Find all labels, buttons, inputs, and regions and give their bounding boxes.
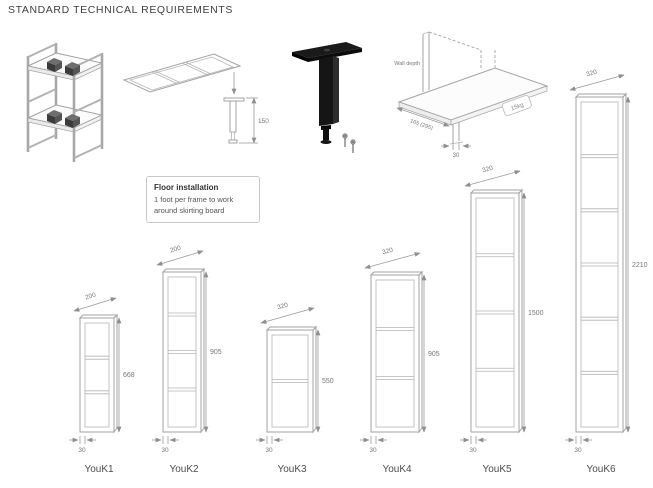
depth-dimension-text: 30: [161, 447, 169, 454]
frame-body: [78, 313, 119, 434]
frame-body: [574, 92, 628, 434]
floor-installation-body: 1 foot per frame to work around skirting…: [154, 195, 234, 215]
wall-rail-lower: [449, 122, 464, 145]
page-title: STANDARD TECHNICAL REQUIREMENTS: [8, 4, 233, 16]
frame-drawing-youk2: 200 905 30: [152, 245, 222, 454]
foot-post: [319, 56, 339, 144]
frame-label-youk2: YouK2: [169, 464, 199, 475]
depth-dimension: 30: [360, 436, 387, 454]
shelf-clip-icon: [47, 110, 62, 124]
top-shelf: [26, 52, 104, 81]
width-dimension-text: 200: [169, 245, 182, 255]
frame-label-youk6: YouK6: [586, 464, 616, 475]
tilted-frame: [122, 53, 242, 93]
shelf-dimension-drawing: Wall depth 165 (295) 30 15kg: [394, 31, 549, 159]
height-dimension-text: 905: [428, 351, 440, 358]
load-capacity-text: 15kg: [510, 102, 524, 112]
height-dimension-text: 1500: [528, 310, 544, 317]
floor-foot-frame-drawing: 150: [122, 53, 269, 144]
frame-drawing-youk3: 320 550 30: [256, 302, 334, 454]
depth-dimension: 30: [152, 436, 179, 454]
foot-product-image: [292, 42, 362, 153]
shelf-unit-drawing: [26, 43, 104, 162]
right-ladder-frame: [72, 53, 104, 162]
width-dimension-text: 320: [381, 247, 394, 257]
height-dimension-text: 905: [210, 349, 222, 356]
rail-depth-dimension: 30: [441, 142, 471, 159]
width-dimension: 200: [156, 245, 204, 266]
load-capacity-badge: 15kg: [501, 95, 532, 116]
adjustable-foot: [223, 97, 245, 144]
wall-rail-upper: [422, 31, 430, 92]
frame-drawing-youk6: 320 2210 30: [565, 69, 648, 454]
depth-dimension-text: 30: [469, 447, 477, 454]
width-dimension: 320: [569, 69, 625, 91]
frame-body: [369, 270, 424, 434]
frame-label-youk4: YouK4: [382, 464, 412, 475]
shelf-depth-dimension-text: 165 (295): [409, 118, 433, 131]
depth-dimension: 30: [565, 436, 592, 454]
height-dimension: 905: [203, 271, 222, 433]
height-dimension: 550: [315, 329, 334, 433]
frame-body: [265, 325, 318, 434]
width-dimension-text: 320: [585, 69, 598, 79]
width-dimension: 320: [464, 165, 521, 187]
width-dimension-text: 200: [84, 292, 97, 302]
height-dimension: 1500: [521, 192, 544, 433]
floor-installation-heading: Floor installation: [154, 183, 219, 192]
height-dimension-text: 2210: [632, 262, 648, 269]
depth-dimension-text: 30: [265, 447, 273, 454]
depth-dimension: 30: [460, 436, 487, 454]
frame-drawing-youk1: 200 668 30: [69, 292, 135, 454]
frame-label-youk5: YouK5: [482, 464, 512, 475]
frame-label-youk1: YouK1: [84, 464, 114, 475]
frame-drawing-youk4: 320 905 30: [360, 247, 440, 454]
screw-icon: [342, 133, 348, 147]
depth-dimension: 30: [256, 436, 283, 454]
frame-body: [469, 188, 524, 434]
depth-dimension: 30: [69, 436, 96, 454]
width-dimension: 320: [364, 247, 421, 269]
frame-label-youk3: YouK3: [277, 464, 307, 475]
wall-outline-dashed: [428, 31, 496, 70]
frame-drawing-youk5: 320 1500 30: [460, 165, 544, 454]
foot-height-dimension-text: 150: [258, 118, 269, 125]
shelf-clip-icon: [65, 114, 80, 128]
foot-height-dimension: 150: [239, 97, 269, 144]
width-dimension: 320: [260, 302, 315, 324]
width-dimension: 200: [73, 292, 117, 312]
shelf-clip-icon: [47, 58, 62, 72]
rail-depth-dimension-text: 30: [453, 153, 460, 159]
floor-installation-note: Floor installation 1 foot per frame to w…: [146, 176, 260, 223]
shelf-clip-icon: [65, 62, 80, 76]
height-dimension: 905: [421, 274, 440, 433]
height-dimension: 668: [116, 317, 135, 433]
depth-dimension-text: 30: [78, 447, 86, 454]
frame-body: [161, 267, 206, 434]
height-dimension-text: 550: [322, 378, 334, 385]
depth-dimension-text: 30: [369, 447, 377, 454]
depth-dimension-text: 30: [574, 447, 582, 454]
screw-icon: [350, 139, 356, 153]
height-dimension: 2210: [625, 96, 648, 433]
width-dimension-text: 320: [481, 165, 494, 175]
height-dimension-text: 668: [123, 372, 135, 379]
width-dimension-text: 320: [276, 302, 289, 312]
wall-depth-label: Wall depth: [394, 61, 420, 67]
